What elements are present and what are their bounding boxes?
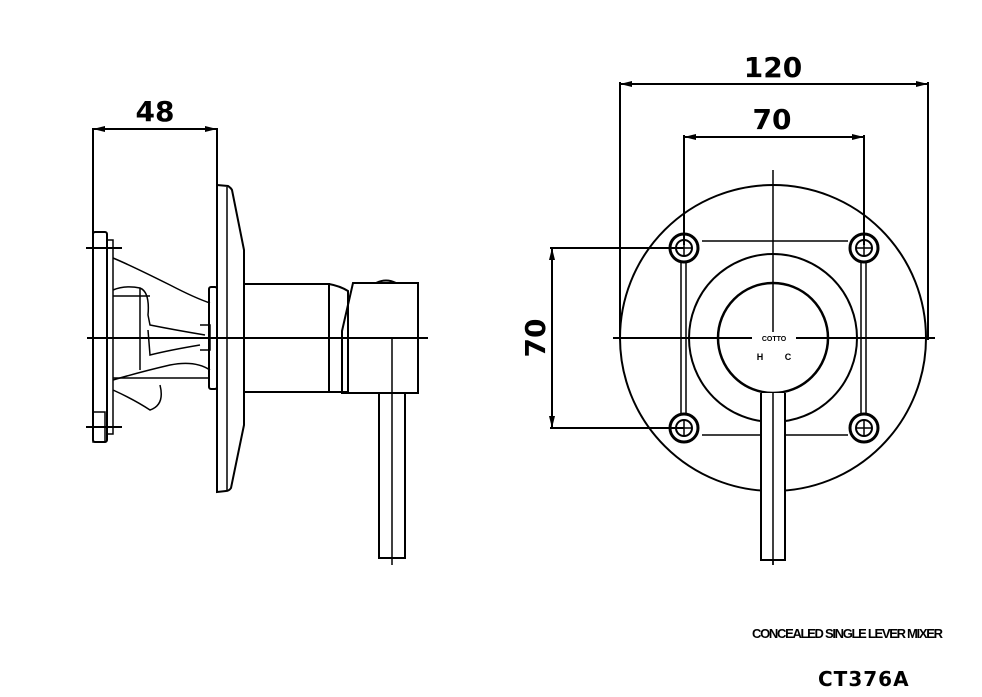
cold-label: C	[785, 352, 792, 362]
front-view: 120 70 70	[519, 51, 935, 565]
screw-bottom-left	[668, 412, 700, 444]
dimension-label-48: 48	[136, 95, 175, 128]
dimension-48: 48	[92, 95, 218, 245]
model-number: CT376A	[818, 667, 910, 691]
hot-label: H	[757, 352, 764, 362]
valve-body	[112, 257, 211, 411]
screw-top-right	[848, 232, 880, 264]
dimension-label-120: 120	[744, 51, 802, 84]
lever-body	[243, 283, 330, 393]
dimension-120: 120	[619, 51, 929, 340]
dimension-70-horizontal: 70	[683, 103, 865, 245]
dimension-label-70-vertical: 70	[519, 319, 552, 358]
brand-mark: COTTO	[762, 336, 787, 343]
dimension-70-vertical: 70	[519, 247, 684, 429]
side-view: 48	[86, 95, 428, 565]
screw-bottom-right	[848, 412, 880, 444]
screw-top-left	[668, 232, 700, 264]
dimension-label-70-horizontal: 70	[753, 103, 792, 136]
product-description: CONCEALED SINGLE LEVER MIXER	[752, 626, 943, 641]
